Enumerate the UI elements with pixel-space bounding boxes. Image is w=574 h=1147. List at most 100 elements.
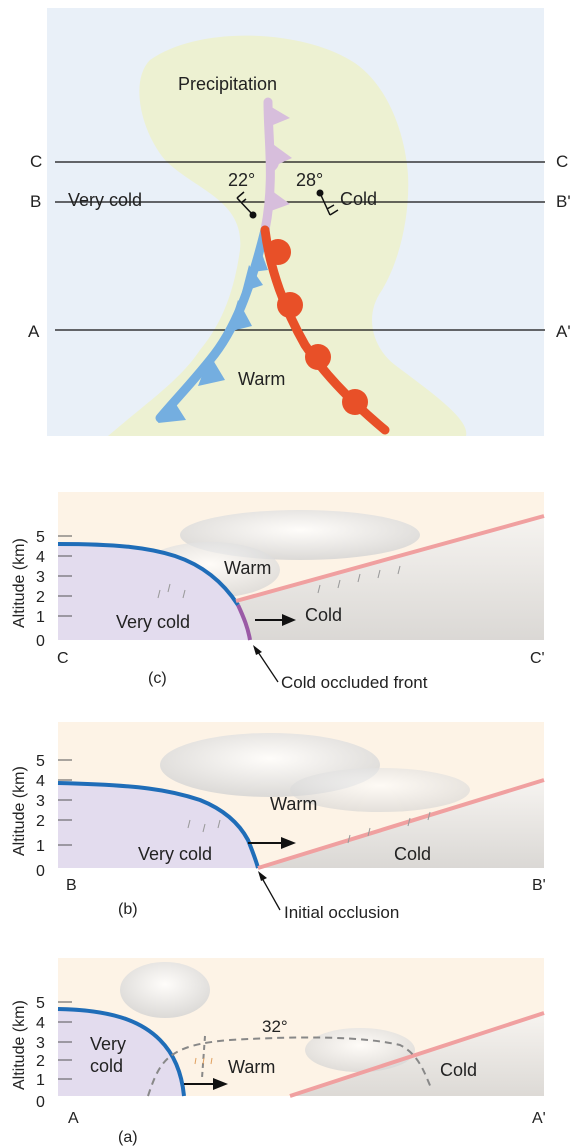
- panel-a-tick: 2: [36, 1053, 45, 1070]
- panel-c-occluded-boundary: [236, 604, 252, 641]
- temp-east-label: 28°: [296, 170, 323, 190]
- panel-b-tick: 2: [36, 813, 45, 830]
- occluded-triangle: [268, 105, 290, 127]
- panel-b-tick: 4: [36, 773, 45, 790]
- panel-a-tick: 3: [36, 1035, 45, 1052]
- panel-b-annotation: Initial occlusion: [284, 903, 399, 922]
- surface-map: C C B B' A A' Precipitation Very cold Co…: [28, 8, 571, 436]
- panel-c-cold-boundary: [57, 542, 240, 607]
- line-a-right-label: A': [556, 322, 571, 341]
- panel-c-tick: 0: [36, 633, 45, 650]
- cold-label: Cold: [340, 189, 377, 209]
- line-c-left-label: C: [30, 152, 42, 171]
- panel-b-ylabel: Altitude (km): [11, 766, 28, 856]
- panel-b-tick: 0: [36, 863, 45, 880]
- panel-b-cloud: [290, 768, 470, 812]
- precipitation-label: Precipitation: [178, 74, 277, 94]
- panel-a-cloud: [120, 962, 210, 1018]
- line-a-left-label: A: [28, 322, 40, 341]
- panel-a-tick: 5: [36, 995, 45, 1012]
- cross-section-a: 5 4 3 2 1 0 Altitude (km) Very cold Warm…: [11, 958, 546, 1146]
- panel-a-freezing-line: [201, 1035, 206, 1079]
- cold-front-triangle: [228, 300, 252, 332]
- cold-front-triangle: [158, 398, 186, 423]
- occluded-semicircle: [272, 150, 280, 172]
- panel-b-arrowhead: [281, 837, 296, 849]
- warm-front-semicircle: [342, 389, 368, 415]
- panel-b-warm-boundary: [257, 778, 545, 870]
- panel-a-cold-word-label: cold: [90, 1056, 123, 1076]
- wind-barb-west: [236, 191, 254, 216]
- panel-c-very-cold-air: [58, 544, 250, 640]
- panel-b-tick: 3: [36, 793, 45, 810]
- panel-b-y-axis: [58, 759, 72, 846]
- panel-c-pointer-head: [253, 645, 262, 655]
- panel-a-tick: 1: [36, 1072, 45, 1089]
- panel-c-tick: 3: [36, 569, 45, 586]
- panel-c-tag: (c): [148, 670, 167, 687]
- panel-a-cloud: [305, 1028, 415, 1072]
- cold-front-triangle: [252, 243, 268, 272]
- panel-a-freezing-label: 32°: [262, 1017, 288, 1036]
- panel-a-very-cold-air: [58, 1009, 184, 1096]
- panel-a-right-label: A': [532, 1110, 546, 1127]
- panel-b-right-label: B': [532, 877, 546, 894]
- panel-c-warm-boundary: [235, 514, 545, 603]
- wind-barb-east: [319, 192, 339, 216]
- line-b-right-label: B': [556, 192, 571, 211]
- panel-b-cold-label: Cold: [394, 844, 431, 864]
- panel-a-very-label: Very: [90, 1034, 126, 1054]
- panel-c-cold-label: Cold: [305, 605, 342, 625]
- panel-c-tick: 2: [36, 589, 45, 606]
- occluded-triangle: [268, 188, 290, 212]
- cross-section-b: 5 4 3 2 1 0 Altitude (km) Warm Very cold…: [11, 722, 546, 922]
- panel-c-annotation: Cold occluded front: [281, 673, 428, 692]
- panel-b-cold-boundary: [57, 781, 260, 869]
- cold-front-triangle: [198, 355, 225, 386]
- panel-b-pointer-head: [258, 871, 267, 881]
- panel-a-precip-streaks: [194, 1057, 213, 1065]
- panel-c-warm-label: Warm: [224, 558, 271, 578]
- panel-c-tick: 4: [36, 549, 45, 566]
- panel-c-precip-streaks: [157, 565, 401, 599]
- panel-b-pointer: [261, 877, 281, 911]
- panel-a-tag: (a): [118, 1129, 138, 1146]
- panel-b-tag: (b): [118, 901, 138, 918]
- panel-c-y-axis: [58, 535, 72, 617]
- panel-a-arrowhead: [213, 1078, 228, 1090]
- panel-c-right-label: C': [530, 650, 545, 667]
- panel-a-warm-label: Warm: [228, 1057, 275, 1077]
- panel-b-very-cold-label: Very cold: [138, 844, 212, 864]
- line-c-right-label: C: [556, 152, 568, 171]
- panel-c-arrowhead: [282, 614, 296, 626]
- panel-a-y-axis: [58, 1001, 72, 1080]
- warm-front-semicircle: [305, 344, 331, 370]
- very-cold-label: Very cold: [68, 190, 142, 210]
- line-b-left-label: B: [30, 192, 41, 211]
- cross-section-c: 5 4 3 2 1 0 Altitude (km) Warm Very cold…: [11, 492, 545, 692]
- panel-a-tick: 4: [36, 1015, 45, 1032]
- panel-c-pointer: [257, 651, 279, 683]
- panel-a-ylabel: Altitude (km): [11, 1000, 28, 1090]
- panel-b-warm-label: Warm: [270, 794, 317, 814]
- panel-c-tick: 1: [36, 609, 45, 626]
- panel-a-cold-label: Cold: [440, 1060, 477, 1080]
- panel-b-tick: 1: [36, 838, 45, 855]
- panel-c-ylabel: Altitude (km): [11, 538, 28, 628]
- warm-front-semicircle: [265, 239, 291, 265]
- warm-front-semicircle: [277, 292, 303, 318]
- panel-c-left-label: C: [57, 650, 69, 667]
- cold-front-triangle: [242, 265, 263, 292]
- temp-west-label: 22°: [228, 170, 255, 190]
- panel-b-left-label: B: [66, 877, 77, 894]
- panel-b-tick: 5: [36, 753, 45, 770]
- panel-c-cold-air: [236, 516, 544, 640]
- panel-a-tick: 0: [36, 1094, 45, 1111]
- panel-c-very-cold-label: Very cold: [116, 612, 190, 632]
- panel-a-cold-boundary: [57, 1007, 186, 1097]
- panel-b-precip-streaks: [187, 811, 431, 844]
- panel-a-warm-boundary: [289, 1011, 545, 1098]
- warm-label: Warm: [238, 369, 285, 389]
- panel-c-tick: 5: [36, 529, 45, 546]
